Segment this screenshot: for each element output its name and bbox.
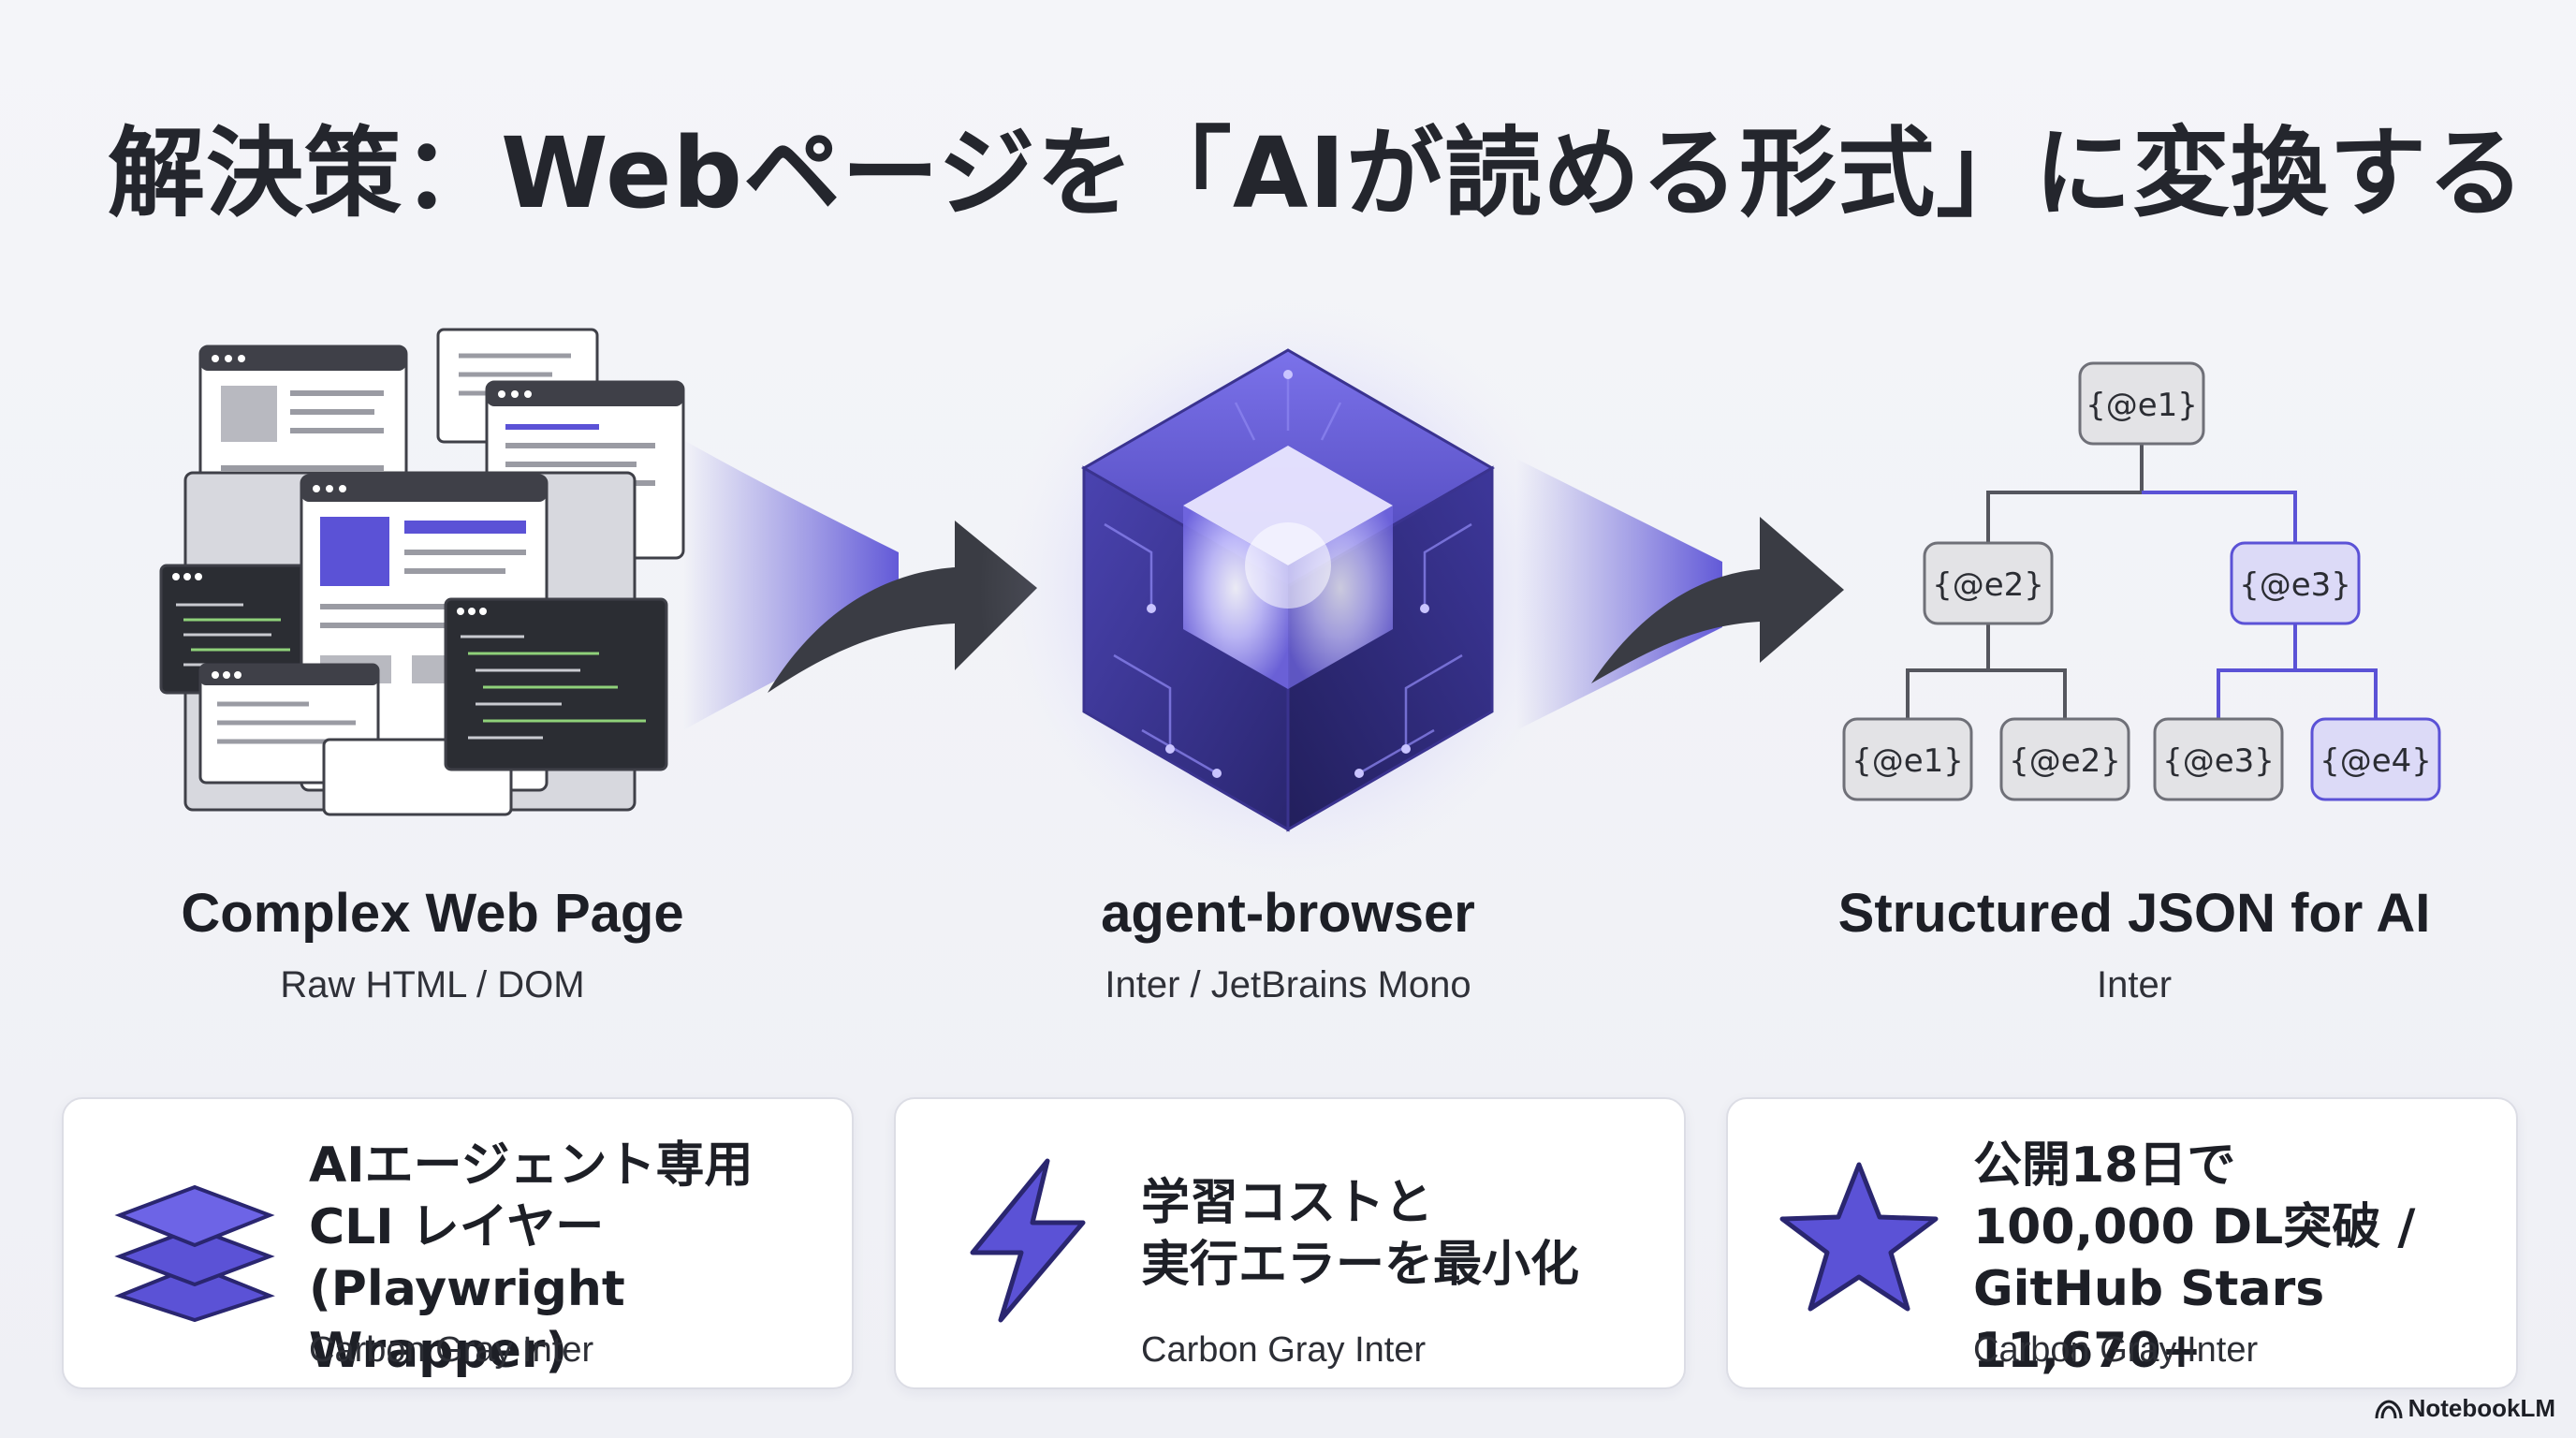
brand-label: NotebookLM <box>2375 1394 2555 1423</box>
json-tree-node: {@e1} <box>1842 717 1973 801</box>
json-tree-node: {@e1} <box>2078 361 2205 446</box>
feature-card-foot: Carbon Gray Inter <box>1973 1330 2259 1370</box>
column-sub-structured-json: Inter <box>2096 964 2173 1005</box>
web-page-cluster-icon <box>159 328 685 816</box>
feature-card-learning-cost: 学習コストと 実行エラーを最小化 Carbon Gray Inter <box>894 1097 1686 1389</box>
svg-text:{@e4}: {@e4} <box>2320 742 2432 780</box>
svg-text:{@e3}: {@e3} <box>2239 566 2351 604</box>
svg-text:{@e2}: {@e2} <box>2009 742 2121 780</box>
star-icon <box>1779 1162 1939 1312</box>
json-tree-node: {@e2} <box>1999 717 2130 801</box>
feature-card-text: 学習コストと 実行エラーを最小化 <box>1141 1175 1580 1293</box>
page-title: 解決策：Webページを「AIが読める形式」に変換する <box>108 116 2526 230</box>
column-sub-web-page: Raw HTML / DOM <box>280 964 585 1005</box>
flow-arrow-right-icon <box>1516 459 1844 730</box>
json-tree-node: {@e3} <box>2153 717 2284 801</box>
svg-text:{@e2}: {@e2} <box>1932 566 2044 604</box>
brand-text: NotebookLM <box>2408 1394 2555 1422</box>
feature-card-foot: Carbon Gray Inter <box>309 1330 594 1370</box>
svg-text:{@e1}: {@e1} <box>2086 387 2198 424</box>
column-label-agent-browser: agent-browser <box>1101 883 1475 944</box>
json-tree-connectors <box>1906 444 2378 719</box>
notebooklm-logo-icon <box>2375 1400 2403 1419</box>
lightning-icon <box>970 1158 1086 1323</box>
json-tree-node: {@e2} <box>1923 541 2054 625</box>
json-tree-node: {@e4} <box>2310 717 2441 801</box>
layers-icon <box>114 1184 275 1323</box>
feature-card-foot: Carbon Gray Inter <box>1141 1330 1427 1370</box>
feature-card-cli-layer: AIエージェント専用 CLI レイヤー (Playwright Wrapper)… <box>62 1097 854 1389</box>
agent-browser-cube-icon <box>979 281 1597 899</box>
column-sub-agent-browser: Inter / JetBrains Mono <box>1105 964 1471 1005</box>
feature-card-text: 公開18日で 100,000 DL突破 / GitHub Stars 11,67… <box>1973 1137 2416 1379</box>
svg-text:{@e1}: {@e1} <box>1852 742 1964 780</box>
feature-card-text: AIエージェント専用 CLI レイヤー (Playwright Wrapper) <box>309 1137 754 1379</box>
json-tree-node: {@e3} <box>2230 541 2361 625</box>
feature-card-downloads: 公開18日で 100,000 DL突破 / GitHub Stars 11,67… <box>1726 1097 2518 1389</box>
svg-text:{@e3}: {@e3} <box>2162 742 2275 780</box>
flow-arrow-left-icon <box>683 440 1037 730</box>
column-label-structured-json: Structured JSON for AI <box>1837 883 2431 944</box>
column-label-web-page: Complex Web Page <box>181 883 684 944</box>
